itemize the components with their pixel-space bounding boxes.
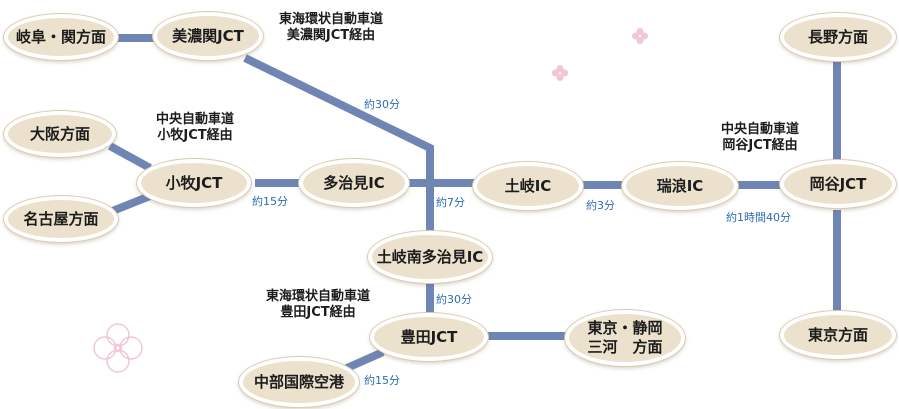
node-tajimi-label: 多治見IC bbox=[323, 173, 385, 192]
node-toyota-label: 豊田JCT bbox=[400, 327, 458, 346]
time-komaki-tajimi: 約15分 bbox=[252, 195, 288, 208]
node-gifu-label: 岐阜・関方面 bbox=[15, 27, 106, 46]
note-minoseki-route: 東海環状自動車道 美濃関JCT経由 bbox=[278, 12, 383, 44]
node-toki: 土岐IC bbox=[473, 162, 583, 210]
node-tokyo-label: 東京方面 bbox=[807, 325, 868, 344]
node-komaki-label: 小牧JCT bbox=[165, 173, 223, 192]
node-tajimi: 多治見IC bbox=[299, 159, 409, 207]
flower-icon bbox=[631, 27, 649, 45]
node-okaya: 岡谷JCT bbox=[780, 160, 896, 208]
node-chubu-label: 中部国際空港 bbox=[253, 372, 344, 391]
time-minoseki-toki: 約30分 bbox=[364, 98, 400, 111]
note-okaya-route: 中央自動車道 岡谷JCT経由 bbox=[720, 122, 799, 154]
flower-icon bbox=[93, 323, 143, 373]
time-tajimi-toki: 約7分 bbox=[436, 196, 465, 209]
time-toki-mizunami: 約3分 bbox=[586, 199, 615, 212]
node-okaya-label: 岡谷JCT bbox=[809, 174, 867, 193]
node-tokyo-shizuoka-label: 東京・静岡 三河 方面 bbox=[587, 319, 663, 356]
node-gifu: 岐阜・関方面 bbox=[4, 14, 118, 60]
node-tokyo: 東京方面 bbox=[780, 311, 896, 359]
node-toyota: 豊田JCT bbox=[370, 313, 488, 361]
time-mizunami-okaya: 約1時間40分 bbox=[726, 211, 791, 224]
node-mizunami-label: 瑞浪IC bbox=[656, 176, 704, 195]
flower-icon bbox=[551, 64, 569, 82]
node-tokiminami: 土岐南多治見IC bbox=[368, 231, 492, 283]
node-nagano: 長野方面 bbox=[780, 13, 896, 61]
note-toyota-route: 東海環状自動車道 豊田JCT経由 bbox=[265, 289, 370, 321]
note-komaki-route: 中央自動車道 小牧JCT経由 bbox=[155, 112, 234, 144]
node-toki-label: 土岐IC bbox=[504, 176, 552, 195]
node-chubu: 中部国際空港 bbox=[239, 357, 359, 407]
time-tokiminami-toyota: 約30分 bbox=[436, 293, 472, 306]
node-osaka-label: 大阪方面 bbox=[29, 124, 90, 143]
node-mizunami: 瑞浪IC bbox=[622, 162, 738, 210]
road-nagoya-komaki bbox=[108, 192, 152, 216]
node-nagoya-label: 名古屋方面 bbox=[23, 209, 99, 228]
node-tokyo-shizuoka: 東京・静岡 三河 方面 bbox=[565, 310, 685, 366]
node-minoseki: 美濃関JCT bbox=[153, 12, 263, 60]
road-osaka-komaki bbox=[108, 142, 152, 172]
node-nagoya: 名古屋方面 bbox=[4, 196, 118, 242]
node-osaka: 大阪方面 bbox=[4, 111, 116, 157]
road-minoseki-toki bbox=[243, 54, 434, 188]
node-komaki: 小牧JCT bbox=[137, 159, 251, 207]
node-minoseki-label: 美濃関JCT bbox=[172, 26, 244, 45]
node-tokiminami-label: 土岐南多治見IC bbox=[376, 247, 484, 266]
time-toyota-chubu: 約15分 bbox=[364, 374, 400, 387]
node-nagano-label: 長野方面 bbox=[807, 27, 868, 46]
